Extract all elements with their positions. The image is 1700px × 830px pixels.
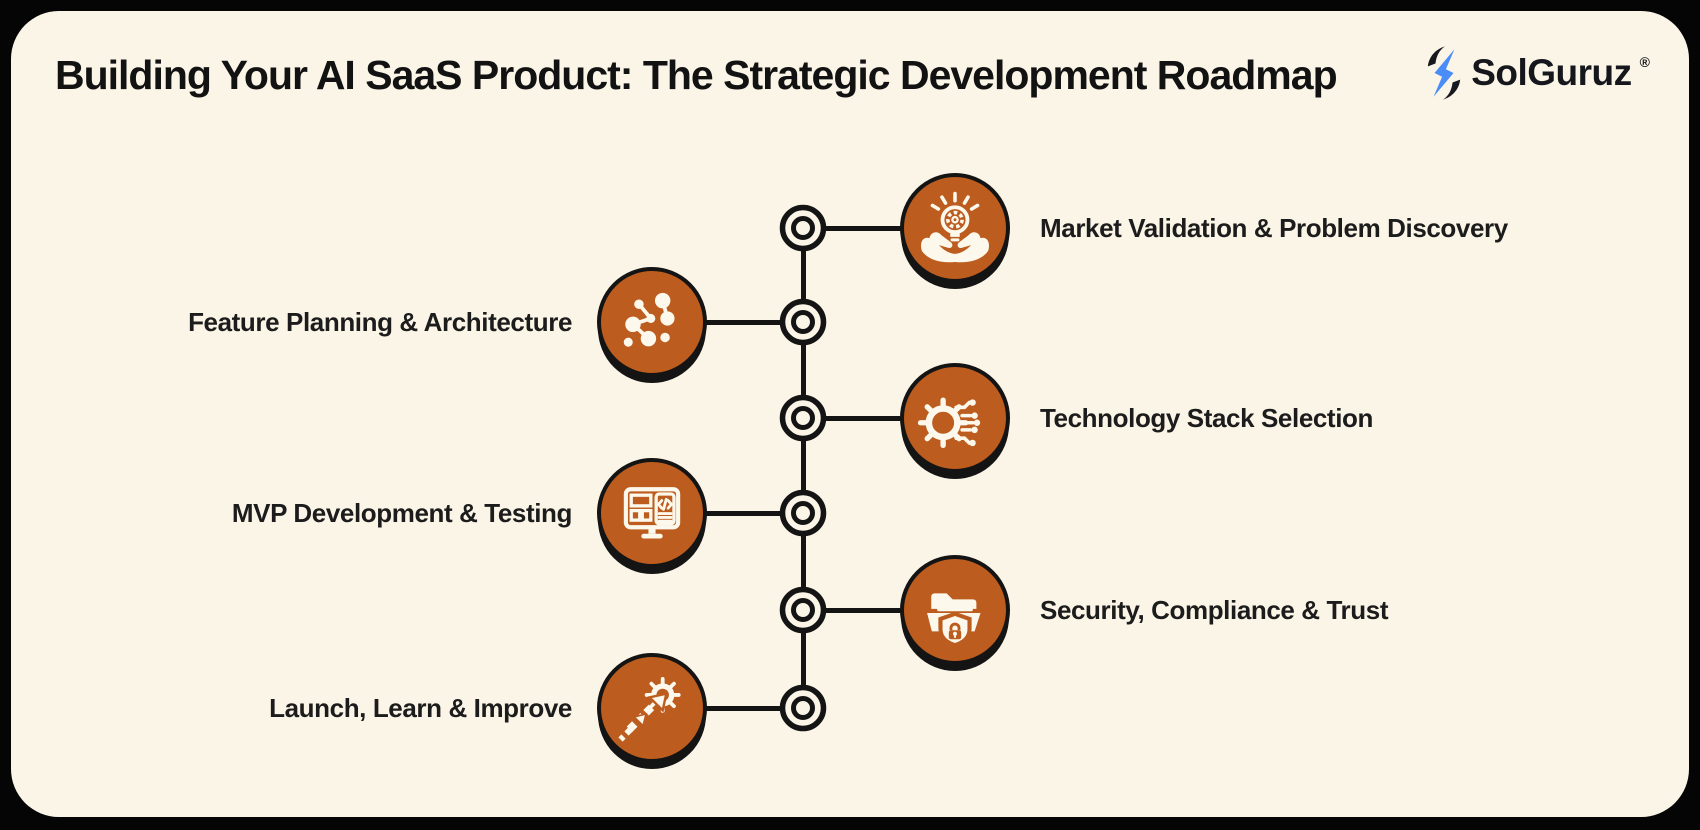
connector-step-2 (652, 319, 803, 325)
step-label-security-compliance: Security, Compliance & Trust (1040, 595, 1389, 625)
connector-step-4 (652, 510, 803, 516)
stage-circle-launch-improve (597, 653, 707, 763)
idea-in-hands-icon (921, 191, 989, 263)
registered-mark: ® (1639, 54, 1650, 70)
connector-step-6 (652, 705, 803, 711)
stage-circle-mvp-development (597, 458, 707, 568)
stage-circle-market-validation (900, 173, 1010, 283)
secure-folder-icon (927, 593, 981, 647)
step-label-technology-stack: Technology Stack Selection (1040, 403, 1373, 433)
step-label-launch-improve: Launch, Learn & Improve (269, 693, 572, 723)
timeline-line (800, 228, 806, 708)
brand-name: SolGuruz (1471, 52, 1632, 93)
stage-circle-security-compliance (900, 555, 1010, 665)
network-nodes-icon (623, 292, 675, 347)
timeline-node-4 (779, 489, 827, 537)
ai-gear-circuit-icon (917, 397, 981, 448)
step-label-mvp-development: MVP Development & Testing (231, 498, 573, 528)
connector-step-5 (803, 607, 955, 613)
timeline-node-2 (779, 298, 827, 346)
brand-logo: SolGuruz ® (1425, 46, 1650, 100)
infographic-card (11, 11, 1689, 817)
stage-circle-technology-stack (900, 363, 1010, 473)
connector-step-1 (803, 225, 955, 231)
timeline-node-6 (779, 684, 827, 732)
stage-circle-feature-planning (597, 267, 707, 377)
launch-arrows-gear-icon (618, 677, 681, 742)
timeline-node-5 (779, 586, 827, 634)
monitor-code-icon (623, 487, 681, 539)
solguruz-bolt-icon (1428, 46, 1461, 100)
page-title: Building Your AI SaaS Product: The Strat… (55, 52, 1338, 98)
timeline-node-3 (779, 394, 827, 442)
connector-step-3 (803, 415, 955, 421)
step-label-market-validation: Market Validation & Problem Discovery (1040, 213, 1508, 243)
step-label-feature-planning: Feature Planning & Architecture (188, 307, 572, 337)
timeline-node-1 (779, 204, 827, 252)
